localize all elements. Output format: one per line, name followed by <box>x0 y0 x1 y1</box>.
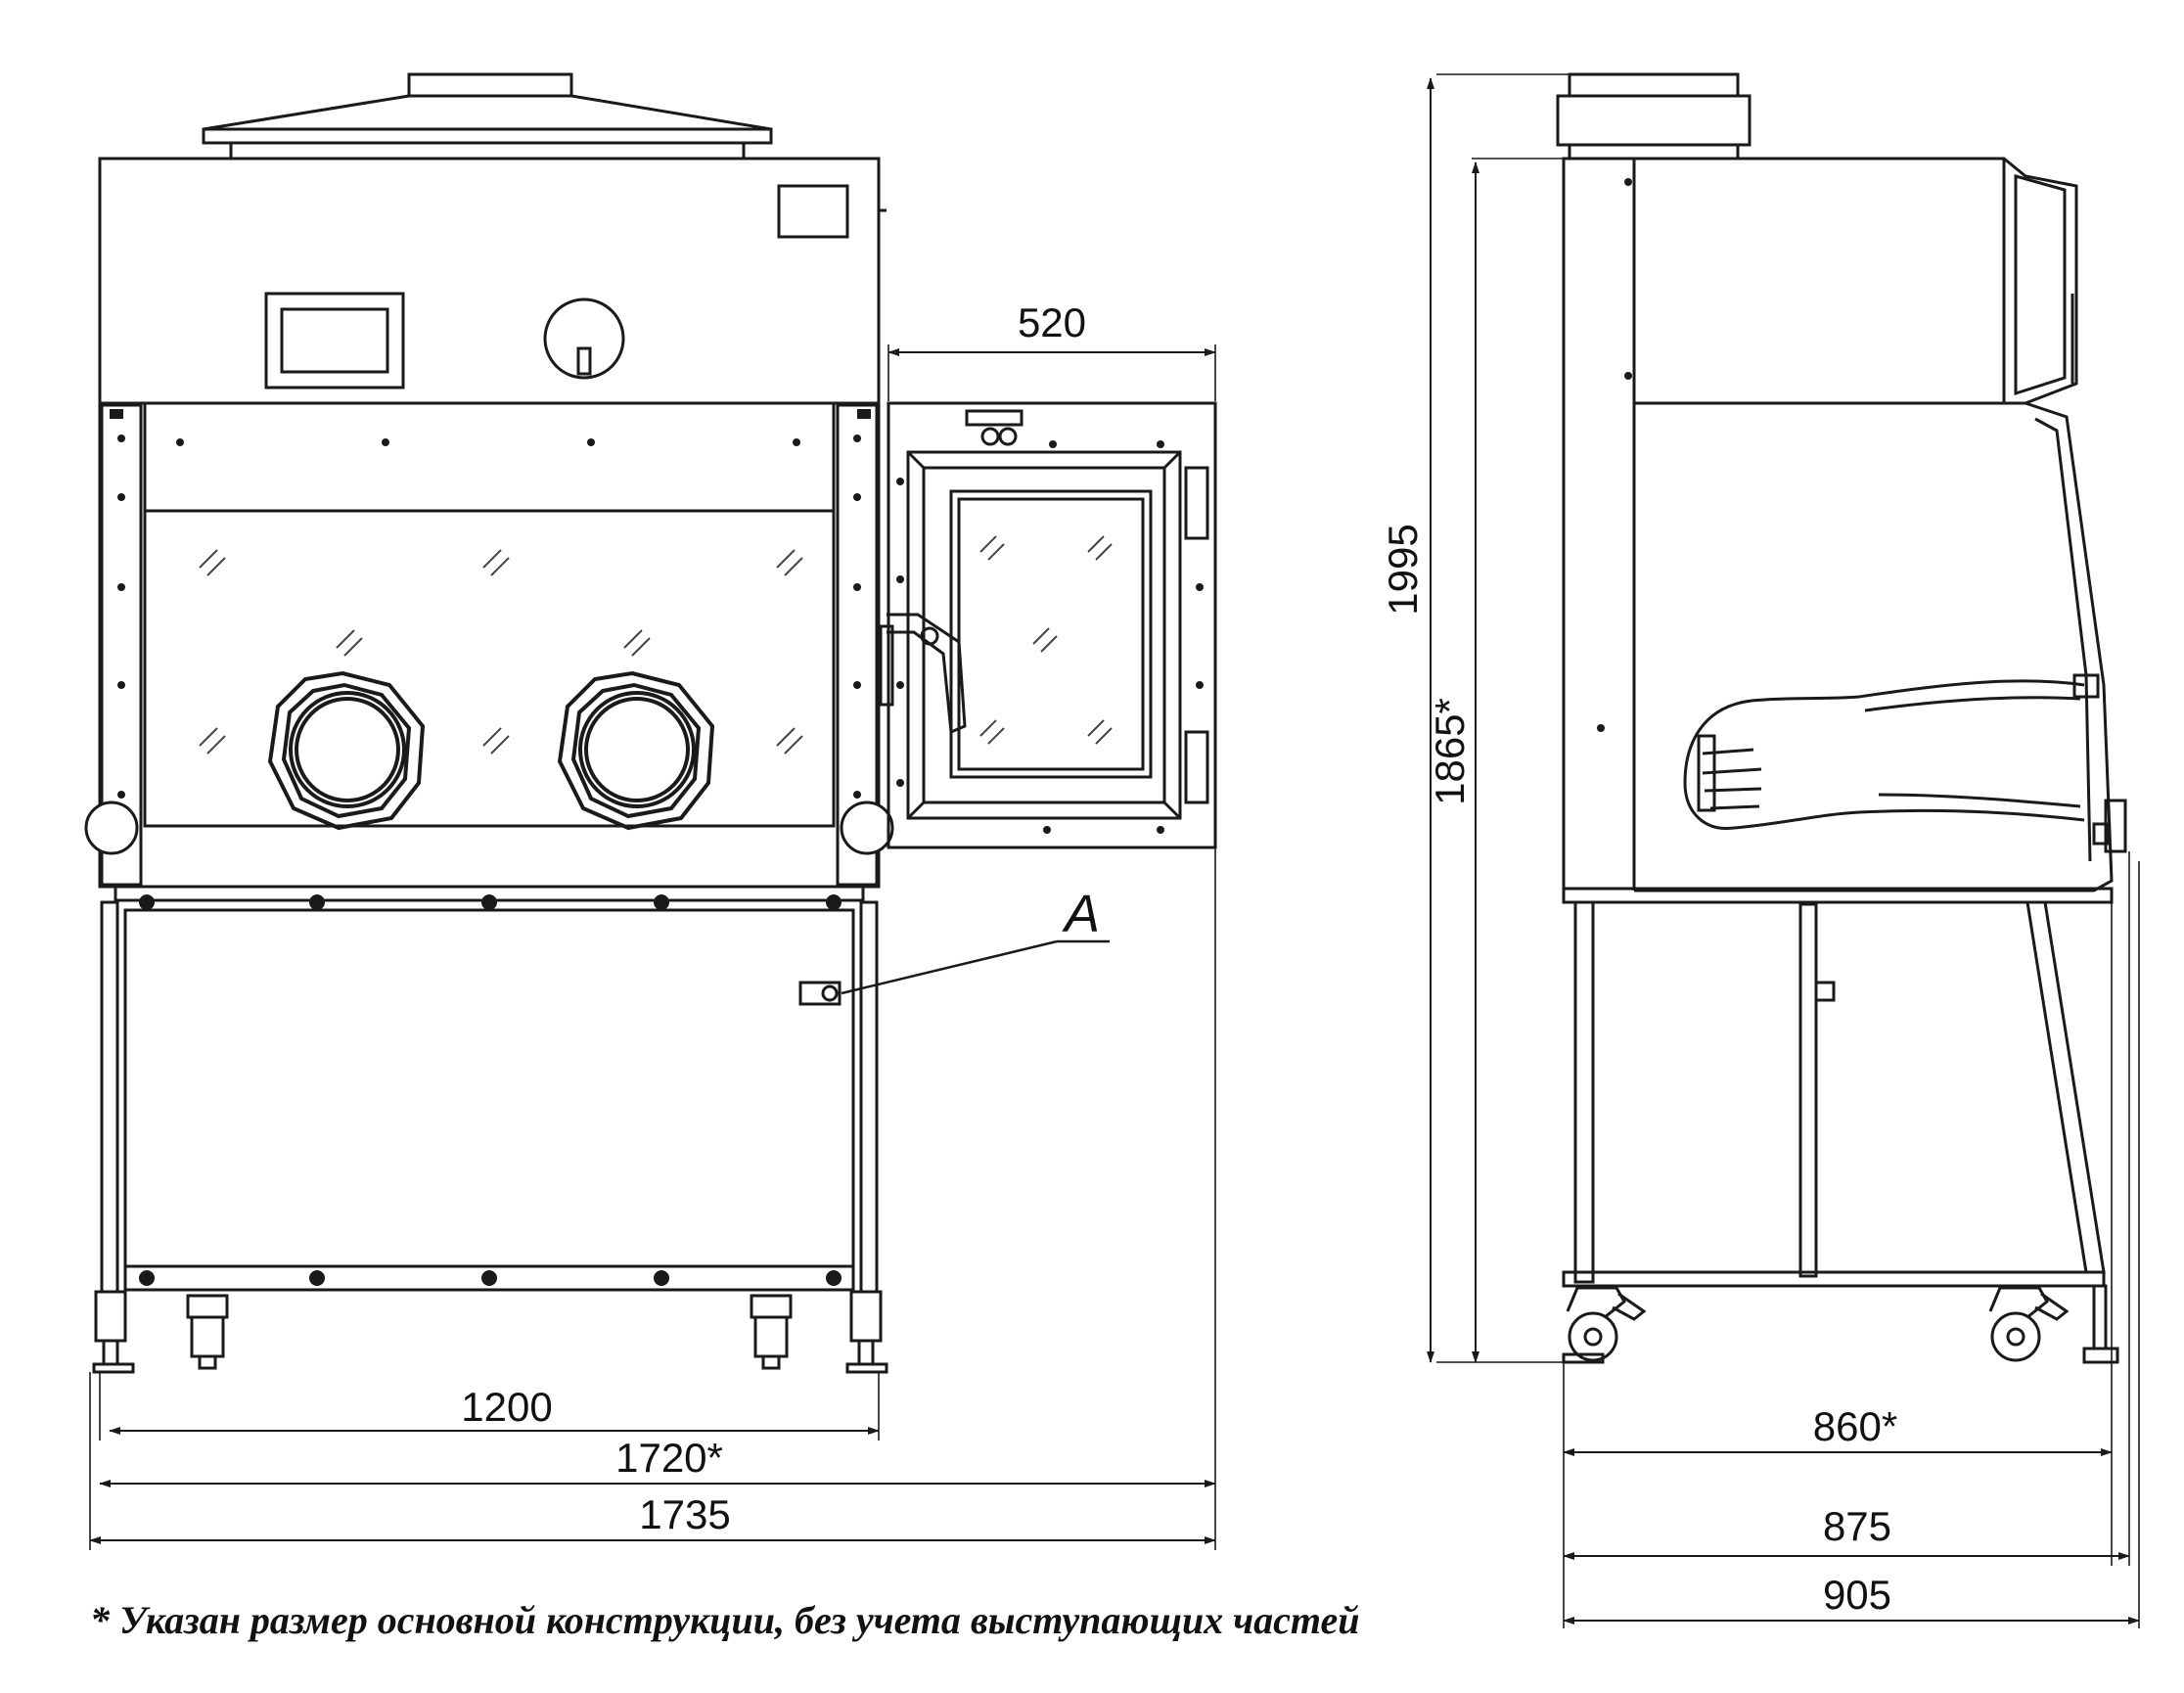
dim-inner-width: 1200 <box>461 1384 552 1430</box>
top-housing <box>98 157 887 405</box>
dim-total-height: 1995 <box>1380 524 1426 615</box>
stand-bolts <box>139 894 842 1286</box>
dim-side-body-depth: 875 <box>1823 1503 1891 1549</box>
side-knobs <box>84 801 894 855</box>
dim-side-frame-depth: 860* <box>1813 1403 1897 1449</box>
glove <box>1683 673 2127 853</box>
side-casters <box>1562 1286 2070 1364</box>
chamber-rivets <box>110 409 871 799</box>
front-view: A 520 1200 1720* 1735 <box>84 72 1217 1550</box>
dim-passbox-width: 520 <box>1018 299 1086 345</box>
dim-side-total-depth: 905 <box>1823 1572 1891 1618</box>
pass-box-rivets <box>896 440 1204 834</box>
side-dimensions: 1995 1865* 860* 875 905 <box>1380 73 2140 1628</box>
dim-frame-width: 1720* <box>615 1435 723 1481</box>
side-stand <box>1562 900 2119 1364</box>
stand-cabinet <box>100 900 879 1294</box>
front-dimensions: 520 1200 1720* 1735 <box>89 299 1216 1550</box>
side-work-surface <box>1562 887 2114 904</box>
side-view: 1995 1865* 860* 875 905 <box>1380 72 2140 1628</box>
glove-port-right <box>557 670 715 831</box>
side-body <box>1562 157 2114 892</box>
side-exhaust-cap <box>1556 72 1752 159</box>
dim-body-height: 1865* <box>1427 698 1473 805</box>
pass-box-glass-hatching <box>979 535 1113 745</box>
callout-a: A <box>841 885 1110 995</box>
dim-total-width: 1735 <box>639 1491 730 1537</box>
exhaust-cap <box>202 72 773 160</box>
glove-port-left <box>267 670 426 831</box>
side-body-dots <box>1597 178 1632 732</box>
work-chamber <box>98 401 881 889</box>
glass-hatching <box>199 549 803 755</box>
pass-box <box>879 401 1217 849</box>
footnote: * Указан размер основной конструкции, бе… <box>90 1598 1360 1642</box>
feet-and-casters <box>92 1290 888 1374</box>
callout-label: A <box>1062 885 1100 943</box>
